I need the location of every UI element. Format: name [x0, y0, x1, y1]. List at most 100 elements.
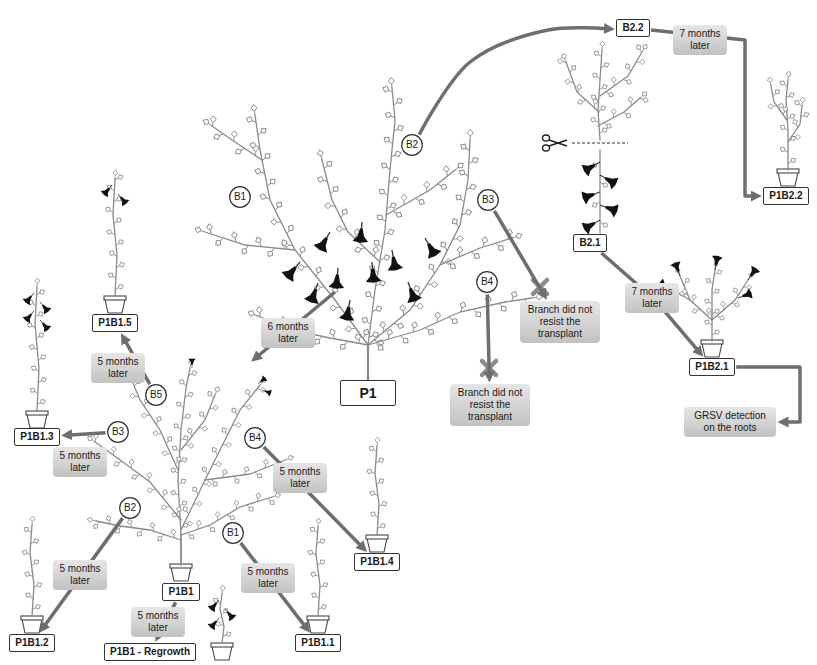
- leaf: [259, 193, 271, 202]
- note-box: GRSV detection on the roots: [684, 407, 776, 437]
- flower-stalk: [361, 222, 363, 228]
- leaf-blade: [607, 91, 614, 98]
- flower-stalk: [225, 609, 228, 612]
- leaf-blade: [104, 206, 111, 213]
- leaf: [711, 288, 721, 296]
- leaf-blade: [440, 183, 448, 191]
- leaf: [146, 472, 152, 481]
- plant-stem: [712, 280, 748, 320]
- callout-circle-outline: [477, 272, 498, 293]
- leaf: [31, 603, 41, 612]
- leaf-blade: [467, 129, 473, 136]
- leaf-blade: [206, 223, 213, 231]
- plant-stem: [566, 62, 599, 112]
- callout-text: B1: [229, 186, 251, 208]
- leaf-blade: [451, 217, 460, 226]
- leaf-blade: [191, 485, 198, 492]
- leaf-blade: [23, 526, 30, 533]
- leaf-stalk: [218, 602, 221, 604]
- leaf-stalk: [367, 322, 370, 324]
- leaf: [354, 245, 366, 254]
- time-label: 5 months later: [53, 447, 107, 477]
- leaf-blade: [602, 181, 609, 188]
- leaf-blade: [635, 43, 642, 50]
- leaf: [439, 240, 450, 252]
- leaf-blade: [714, 288, 721, 295]
- leaf-stalk: [116, 244, 119, 246]
- leaf-blade: [268, 499, 276, 506]
- flower-stalk: [678, 272, 680, 276]
- leaf-stalk: [319, 336, 322, 339]
- leaf-blade: [220, 426, 227, 433]
- leaf: [181, 505, 190, 515]
- leaf-stalk: [275, 207, 277, 210]
- leaf-stalk: [379, 505, 382, 507]
- leaf-stalk: [236, 506, 237, 509]
- leaf-stalk: [642, 49, 644, 52]
- black-flower: [22, 308, 38, 324]
- leaf: [390, 150, 402, 160]
- leaf: [469, 249, 481, 260]
- leaf: [399, 304, 407, 315]
- label-text: P1B1.2: [15, 637, 48, 649]
- leaf-blade: [175, 400, 182, 407]
- leaf-stalk: [113, 452, 114, 455]
- scissors-symbol: [543, 135, 568, 151]
- leaf-blade: [215, 511, 220, 517]
- leaf-blade: [309, 526, 316, 533]
- leaf: [414, 196, 426, 206]
- leaf-blade: [229, 514, 236, 521]
- leaf-blade: [106, 229, 113, 236]
- leaf-blade: [170, 529, 176, 535]
- flower-stalk: [316, 283, 318, 289]
- black-flower: [597, 169, 620, 190]
- scissors-blade: [549, 140, 567, 146]
- leaf-blade: [30, 364, 37, 371]
- leaf-blade: [39, 398, 46, 405]
- leaf-stalk: [532, 297, 536, 299]
- scissors-handle: [543, 145, 550, 151]
- leaf-blade: [149, 522, 155, 528]
- plant-stem: [130, 376, 178, 470]
- leaf: [509, 290, 518, 302]
- leaf-stalk: [272, 248, 274, 251]
- leaf: [471, 307, 483, 319]
- leaf-stalk: [114, 200, 117, 202]
- leaf: [247, 309, 259, 319]
- leaf: [211, 446, 220, 456]
- leaf-blade: [395, 211, 404, 219]
- leaf-stalk: [684, 282, 686, 285]
- leaf: [170, 489, 180, 498]
- leaf: [599, 220, 609, 229]
- leaf: [202, 118, 214, 129]
- leaf-blade: [270, 219, 277, 225]
- leaf-stalk: [427, 284, 431, 285]
- leaf-blade: [427, 263, 435, 271]
- leaf-stalk: [374, 450, 377, 452]
- leaf-blade: [178, 378, 186, 385]
- plant-stem: [30, 525, 34, 616]
- label-text: P1B1 - Regrowth: [110, 646, 190, 658]
- leaf-blade: [251, 104, 258, 111]
- leaf-stalk: [257, 389, 260, 391]
- leaf-blade: [234, 148, 242, 156]
- time-label: 7 months later: [625, 283, 679, 313]
- scissors-handle: [543, 135, 550, 141]
- plant-label: P1B1.2: [9, 634, 54, 652]
- leaf-blade: [378, 457, 385, 464]
- leaf-stalk: [36, 337, 39, 339]
- leaf-stalk: [630, 102, 632, 105]
- flower-corolla: [581, 159, 599, 177]
- plant-stem: [788, 106, 802, 142]
- leaf-stalk: [321, 156, 323, 160]
- leaf: [374, 437, 380, 446]
- leaf: [255, 492, 262, 502]
- black-flower: [36, 299, 52, 315]
- leaf-stalk: [134, 384, 136, 387]
- leaf-stalk: [222, 475, 223, 478]
- leaf-stalk: [787, 118, 790, 120]
- leaf-stalk: [212, 122, 213, 126]
- leaf-blade: [175, 455, 182, 462]
- leaf: [391, 209, 403, 219]
